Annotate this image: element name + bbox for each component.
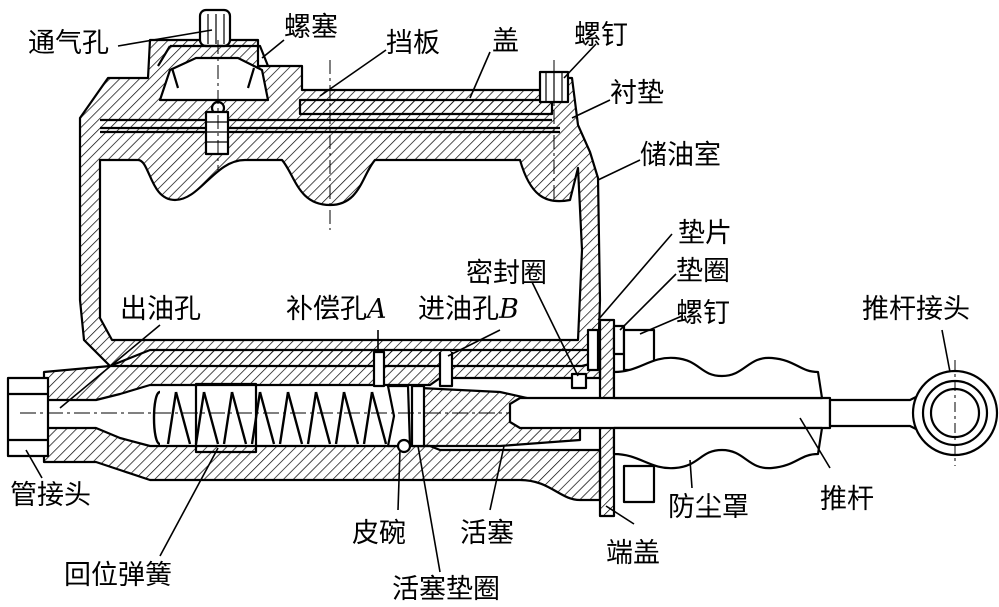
label-washer: 垫圈 (676, 256, 730, 287)
dust-cover (612, 356, 824, 400)
label-inlet-hole-text: 进油孔 (418, 294, 499, 325)
label-leather-cup: 皮碗 (352, 518, 406, 549)
label-compensation-hole-text: 补偿孔 (286, 294, 367, 325)
label-inlet-hole: 进油孔B (418, 296, 519, 323)
label-dust-cover: 防尘罩 (668, 492, 749, 523)
label-compensation-hole-letter: A (367, 294, 387, 325)
label-pipe-joint: 管接头 (10, 480, 91, 511)
plug-screw-body (158, 56, 270, 102)
label-cover: 盖 (492, 26, 519, 57)
label-screw-side: 螺钉 (676, 298, 730, 329)
label-compensation-hole: 补偿孔A (286, 296, 387, 323)
label-baffle: 挡板 (386, 28, 440, 59)
label-outlet-hole: 出油孔 (120, 294, 201, 325)
inner-screw (204, 110, 230, 156)
pushrod-stem (828, 394, 920, 432)
cylinder-upper-wall (42, 348, 602, 402)
pushrod (508, 396, 832, 430)
label-screw-top: 螺钉 (574, 20, 628, 51)
label-inlet-hole-letter: B (499, 294, 519, 325)
label-shim: 垫片 (678, 218, 732, 249)
label-reservoir: 储油室 (640, 140, 721, 171)
label-plug-screw: 螺塞 (284, 12, 338, 43)
piston-washer (410, 384, 426, 448)
label-vent-hole: 通气孔 (28, 28, 109, 59)
label-liner: 衬垫 (610, 78, 664, 109)
inlet-hole (438, 352, 454, 388)
compensation-hole (372, 350, 386, 388)
plug-screw-top (198, 8, 232, 48)
label-return-spring: 回位弹簧 (64, 560, 172, 591)
dust-cover-lower (612, 426, 824, 470)
side-screw-bottom (622, 464, 656, 504)
label-piston-washer: 活塞垫圈 (392, 574, 500, 605)
label-pushrod-joint: 推杆接头 (862, 294, 970, 325)
return-spring (152, 390, 388, 446)
leather-cup (386, 384, 412, 448)
pipe-joint (6, 376, 50, 458)
seal-ring (570, 372, 588, 390)
leader-lines (25, 29, 951, 573)
label-end-cap: 端盖 (606, 538, 660, 569)
spring-seat (194, 382, 258, 454)
label-seal-ring: 密封圈 (466, 258, 547, 289)
cover-plate (298, 98, 554, 116)
label-piston: 活塞 (460, 518, 514, 549)
label-pushrod: 推杆 (820, 484, 874, 515)
washer (612, 324, 626, 356)
shim (586, 328, 600, 372)
